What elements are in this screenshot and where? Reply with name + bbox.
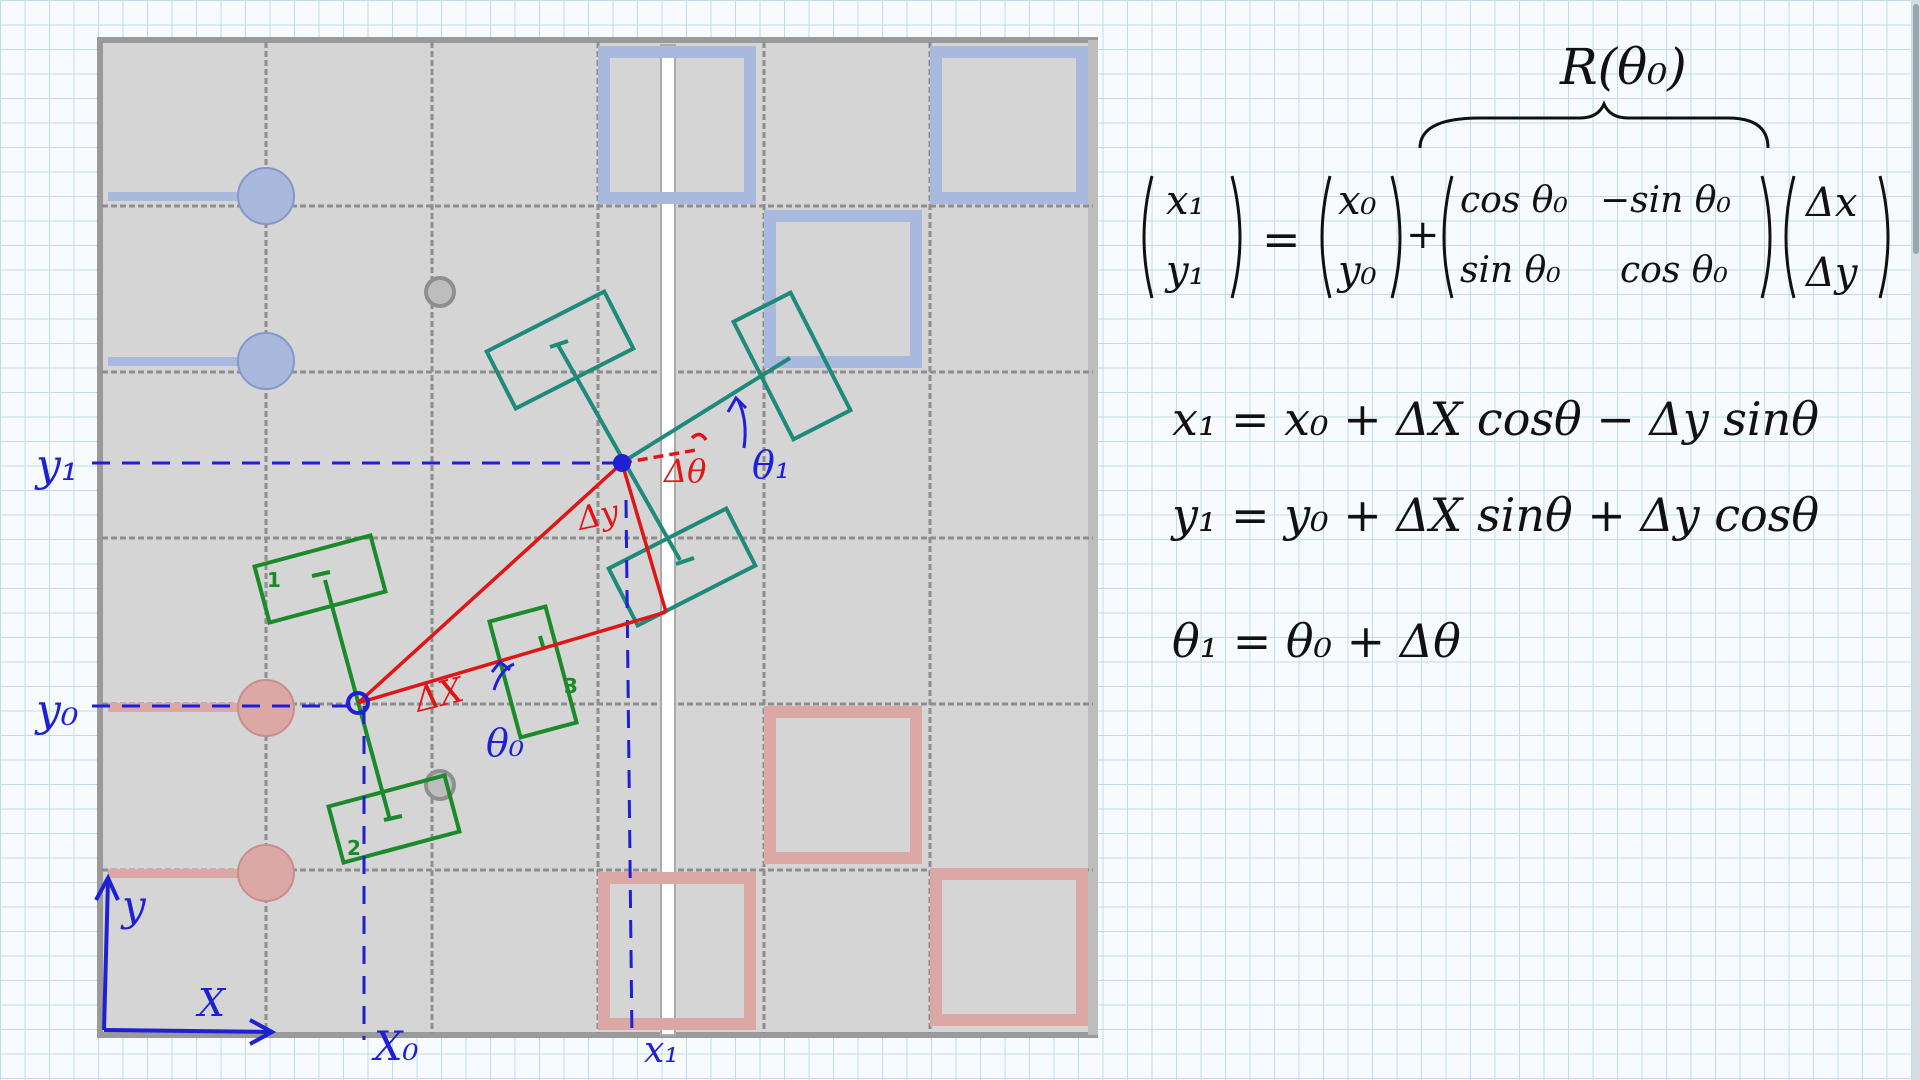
y-axis-arrow [94, 873, 120, 901]
gray-peg-1 [424, 276, 456, 308]
robot0-wheel-1 [252, 533, 388, 625]
matrix-plus: + [1406, 212, 1440, 258]
blue-square-mid [764, 210, 922, 368]
page-scrollbar[interactable] [1912, 0, 1920, 1080]
red-alliance-elements [108, 679, 1088, 1030]
theta0-label: θ₀ [486, 721, 524, 765]
displacement-triangle [356, 432, 708, 705]
blue-square-top [598, 46, 756, 204]
robot0-wheel-2 [326, 773, 462, 865]
y1-label: y₁ [34, 440, 79, 491]
red-square-bottom-right [930, 868, 1088, 1026]
theta0-arrow [490, 659, 511, 673]
x-axis [103, 1028, 273, 1034]
x1-projection [624, 499, 634, 1041]
theta0-arc [492, 662, 515, 691]
y1-equation: y₁ = y₀ + ΔX sinθ + Δy cosθ [1172, 488, 1820, 542]
theta1-arrow [726, 395, 748, 413]
axis-x-label: X [195, 981, 227, 1025]
wheel-label-2: 2 [347, 836, 361, 860]
lhs-y1: y₁ [1166, 248, 1205, 294]
page-scrollbar-thumb[interactable] [1913, 4, 1919, 254]
lhs-x1: x₁ [1166, 178, 1205, 224]
blue-square-top-right [930, 46, 1088, 204]
origin-y0: y₀ [1338, 248, 1377, 294]
delta-theta-arc [690, 432, 708, 441]
robot0-axle [323, 579, 392, 821]
delta-theta-label: Δθ [662, 452, 706, 490]
blue-bar-2 [108, 357, 243, 366]
lhs-paren-left [1142, 175, 1154, 299]
rot-sin-neg: −sin θ₀ [1600, 180, 1731, 221]
heading-extension [621, 448, 697, 465]
displacement-vector [356, 461, 624, 705]
blue-post-1 [237, 167, 295, 225]
robot0-wheel-3 [487, 604, 579, 740]
y-axis [102, 879, 110, 1031]
delta-y-label: Δy [572, 492, 623, 538]
rot-paren-left [1442, 175, 1454, 299]
blue-post-2 [237, 332, 295, 390]
axis-y-label: y [120, 881, 147, 930]
robot0-tick-1 [311, 570, 331, 578]
pose-points [346, 454, 631, 715]
angle-arcs [490, 395, 748, 691]
delta-paren-right [1878, 175, 1890, 299]
projection-lines [92, 461, 634, 1041]
rot-sin: sin θ₀ [1460, 250, 1561, 291]
delta-y-entry: Δy [1806, 250, 1858, 296]
x-axis-arrow [249, 1018, 277, 1046]
robot-pose-0 [252, 533, 579, 865]
red-bar-1 [108, 703, 243, 712]
red-square-bottom [598, 872, 756, 1030]
origin-paren-left [1320, 175, 1332, 299]
rot-cos-2: cos θ₀ [1620, 250, 1728, 291]
y0-label: y₀ [34, 685, 79, 736]
delta-x-entry: Δx [1806, 180, 1858, 226]
wheel-label-3: 3 [564, 674, 578, 698]
robot1-axle [556, 344, 682, 561]
wheel-label-1: 1 [267, 568, 281, 592]
robot1-tick-2 [675, 556, 695, 566]
lhs-paren-right [1230, 175, 1242, 299]
theta1-equation: θ₁ = θ₀ + Δθ [1172, 614, 1461, 668]
rotation-brace [1418, 100, 1770, 149]
matrix-equation [1142, 100, 1890, 299]
x1-equation: x₁ = x₀ + ΔX cosθ − Δy sinθ [1172, 392, 1819, 446]
rot-paren-right [1760, 175, 1772, 299]
robot1-wheel-1 [483, 288, 637, 412]
robot1-wheel-3 [730, 289, 854, 443]
robot1-wheel-2 [605, 505, 759, 629]
origin-paren-right [1390, 175, 1402, 299]
coordinate-axes [94, 873, 277, 1046]
red-bar-2 [108, 869, 243, 878]
robot-pose-1 [483, 288, 854, 629]
delta-paren-left [1784, 175, 1796, 299]
theta1-label: θ₁ [752, 443, 790, 487]
blue-bar-1 [108, 192, 243, 201]
robot0-tick-2 [383, 814, 403, 822]
matrix-equals: = [1262, 212, 1301, 266]
pose-0-point [346, 691, 370, 715]
blue-alliance-elements [108, 46, 1088, 390]
rot-cos-1: cos θ₀ [1460, 180, 1568, 221]
red-square-mid [764, 706, 922, 864]
rotation-label: R(θ₀) [1560, 38, 1687, 96]
delta-x-vector [357, 610, 667, 705]
robot1-tick-1 [549, 339, 569, 349]
pose-1-point [613, 454, 631, 472]
x1-label: x₁ [644, 1030, 679, 1071]
delta-y-vector [620, 462, 668, 613]
red-post-2 [237, 844, 295, 902]
origin-x0: x₀ [1338, 178, 1377, 224]
x0-label: X₀ [371, 1024, 419, 1070]
red-post-1 [237, 679, 295, 737]
